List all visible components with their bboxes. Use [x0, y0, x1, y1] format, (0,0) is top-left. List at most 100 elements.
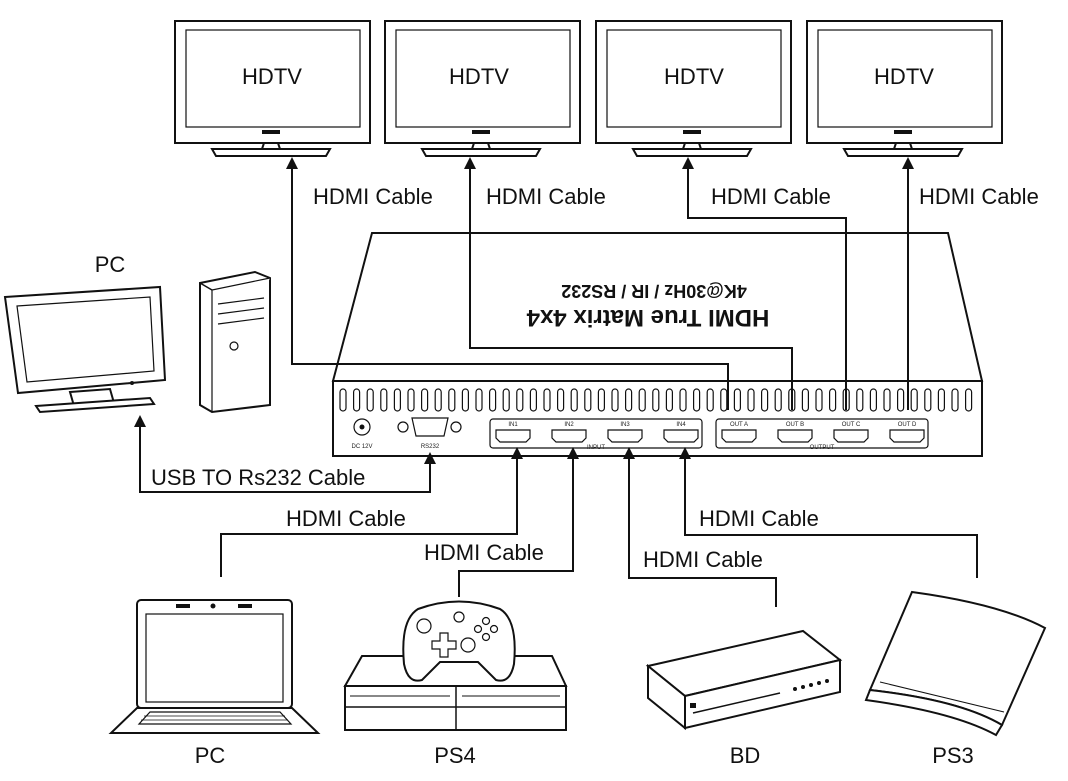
vent-slot — [828, 388, 837, 412]
vent-slot — [883, 388, 891, 412]
cable-label-out-b: HDMI Cable — [486, 184, 606, 209]
gamepad-icon — [402, 600, 516, 682]
vent-slot — [624, 388, 633, 412]
hdtv-2: HDTV — [384, 20, 581, 157]
hdmi-out-c-port: OUT C — [833, 422, 869, 443]
cable-label-in-bd: HDMI Cable — [643, 547, 763, 572]
input-group-label: INPUT — [587, 445, 605, 451]
vent-slot — [937, 388, 946, 412]
laptop-pc: PC — [108, 599, 321, 768]
svg-text:OUT D: OUT D — [898, 422, 917, 428]
vent-slot — [380, 388, 388, 412]
hdtv-1-label: HDTV — [242, 64, 302, 89]
ps4-label: PS4 — [434, 743, 476, 768]
cable-in-bd — [623, 447, 777, 607]
vent-slot — [801, 388, 810, 412]
cable-label-usb: USB TO Rs232 Cable — [151, 465, 365, 490]
vent-slot — [502, 388, 510, 412]
svg-text:IN4: IN4 — [676, 422, 686, 428]
vent-slot — [706, 388, 714, 412]
vent-slot — [964, 388, 973, 412]
cable-in-ps3 — [679, 447, 978, 578]
ps4-console — [343, 655, 568, 731]
vent-slot — [747, 388, 755, 412]
svg-text:OUT A: OUT A — [730, 422, 748, 428]
hdmi-out-a-port: OUT A — [721, 422, 757, 443]
ps3-label: PS3 — [932, 743, 974, 768]
hdtv-3: HDTV — [595, 20, 792, 157]
matrix-vent-slots — [339, 388, 973, 412]
vent-slot — [597, 388, 606, 412]
vent-slot — [638, 388, 646, 412]
vent-slot — [774, 388, 782, 412]
cable-label-out-a: HDMI Cable — [313, 184, 433, 209]
hdtv-1: HDTV — [174, 20, 371, 157]
vent-slot — [760, 388, 769, 412]
svg-text:OUT C: OUT C — [842, 422, 861, 428]
vent-slot — [421, 388, 429, 412]
vent-slot — [434, 388, 442, 412]
cable-label-in-ps3: HDMI Cable — [699, 506, 819, 531]
vent-slot — [611, 388, 619, 412]
vent-slot — [910, 388, 918, 412]
cable-in-pc — [220, 447, 523, 577]
vent-slot — [584, 388, 592, 412]
svg-text:IN1: IN1 — [508, 422, 518, 428]
vent-slot — [815, 388, 823, 412]
bluray-player — [645, 629, 843, 731]
vent-slot — [856, 388, 864, 412]
cable-out-a — [286, 157, 729, 410]
hdmi-in4-port: IN4 — [663, 422, 699, 443]
hdtv-3-label: HDTV — [664, 64, 724, 89]
svg-text:RS232: RS232 — [421, 444, 440, 450]
vent-slot — [407, 388, 415, 412]
hdtv-2-label: HDTV — [449, 64, 509, 89]
vent-slot — [393, 388, 401, 412]
desktop-pc: PC — [3, 252, 271, 414]
laptop-pc-label: PC — [195, 743, 226, 768]
usb-rs232-cable — [134, 415, 436, 493]
bd-label: BD — [730, 743, 761, 768]
hdmi-in3-port: IN3 — [607, 422, 643, 443]
matrix-subtitle: 4K@30Hz / IR / RS232 — [561, 281, 747, 301]
svg-text:IN2: IN2 — [564, 422, 574, 428]
vent-slot — [720, 388, 728, 412]
svg-text:DC 12V: DC 12V — [351, 444, 372, 450]
hdtv-4-label: HDTV — [874, 64, 934, 89]
cable-label-in-ps4: HDMI Cable — [424, 540, 544, 565]
output-group-label: OUTPUT — [810, 445, 835, 451]
vent-slot — [366, 388, 374, 412]
vent-slot — [692, 388, 701, 412]
vent-slot — [339, 388, 347, 412]
cable-label-in-pc: HDMI Cable — [286, 506, 406, 531]
cable-out-b — [464, 157, 793, 410]
hdmi-in1-port: IN1 — [495, 422, 531, 443]
cable-in-ps4 — [458, 447, 579, 597]
vent-slot — [896, 388, 905, 412]
cable-label-out-d: HDMI Cable — [919, 184, 1039, 209]
vent-slot — [543, 388, 551, 412]
ps3-console — [864, 590, 1047, 737]
hdmi-matrix-switcher: HDMI True Matrix 4x4 4K@30Hz / IR / RS23… — [331, 232, 984, 457]
vent-slot — [665, 388, 674, 412]
vent-slot — [353, 388, 361, 412]
vent-slot — [448, 388, 456, 412]
vent-slot — [489, 388, 497, 412]
vent-slot — [556, 388, 565, 412]
vent-slot — [951, 388, 959, 412]
vent-slot — [652, 388, 660, 412]
hdtv-4: HDTV — [806, 20, 1003, 157]
desktop-pc-label: PC — [95, 252, 126, 277]
vent-slot — [733, 388, 742, 412]
cable-out-c — [682, 157, 847, 410]
hdmi-in2-port: IN2 — [551, 422, 587, 443]
vent-slot — [516, 388, 524, 412]
vent-slot — [570, 388, 578, 412]
vent-slot — [924, 388, 932, 412]
vent-slot — [679, 388, 687, 412]
svg-text:OUT B: OUT B — [786, 422, 804, 428]
svg-text:IN3: IN3 — [620, 422, 630, 428]
hdmi-out-d-port: OUT D — [889, 422, 925, 443]
vent-slot — [529, 388, 538, 412]
